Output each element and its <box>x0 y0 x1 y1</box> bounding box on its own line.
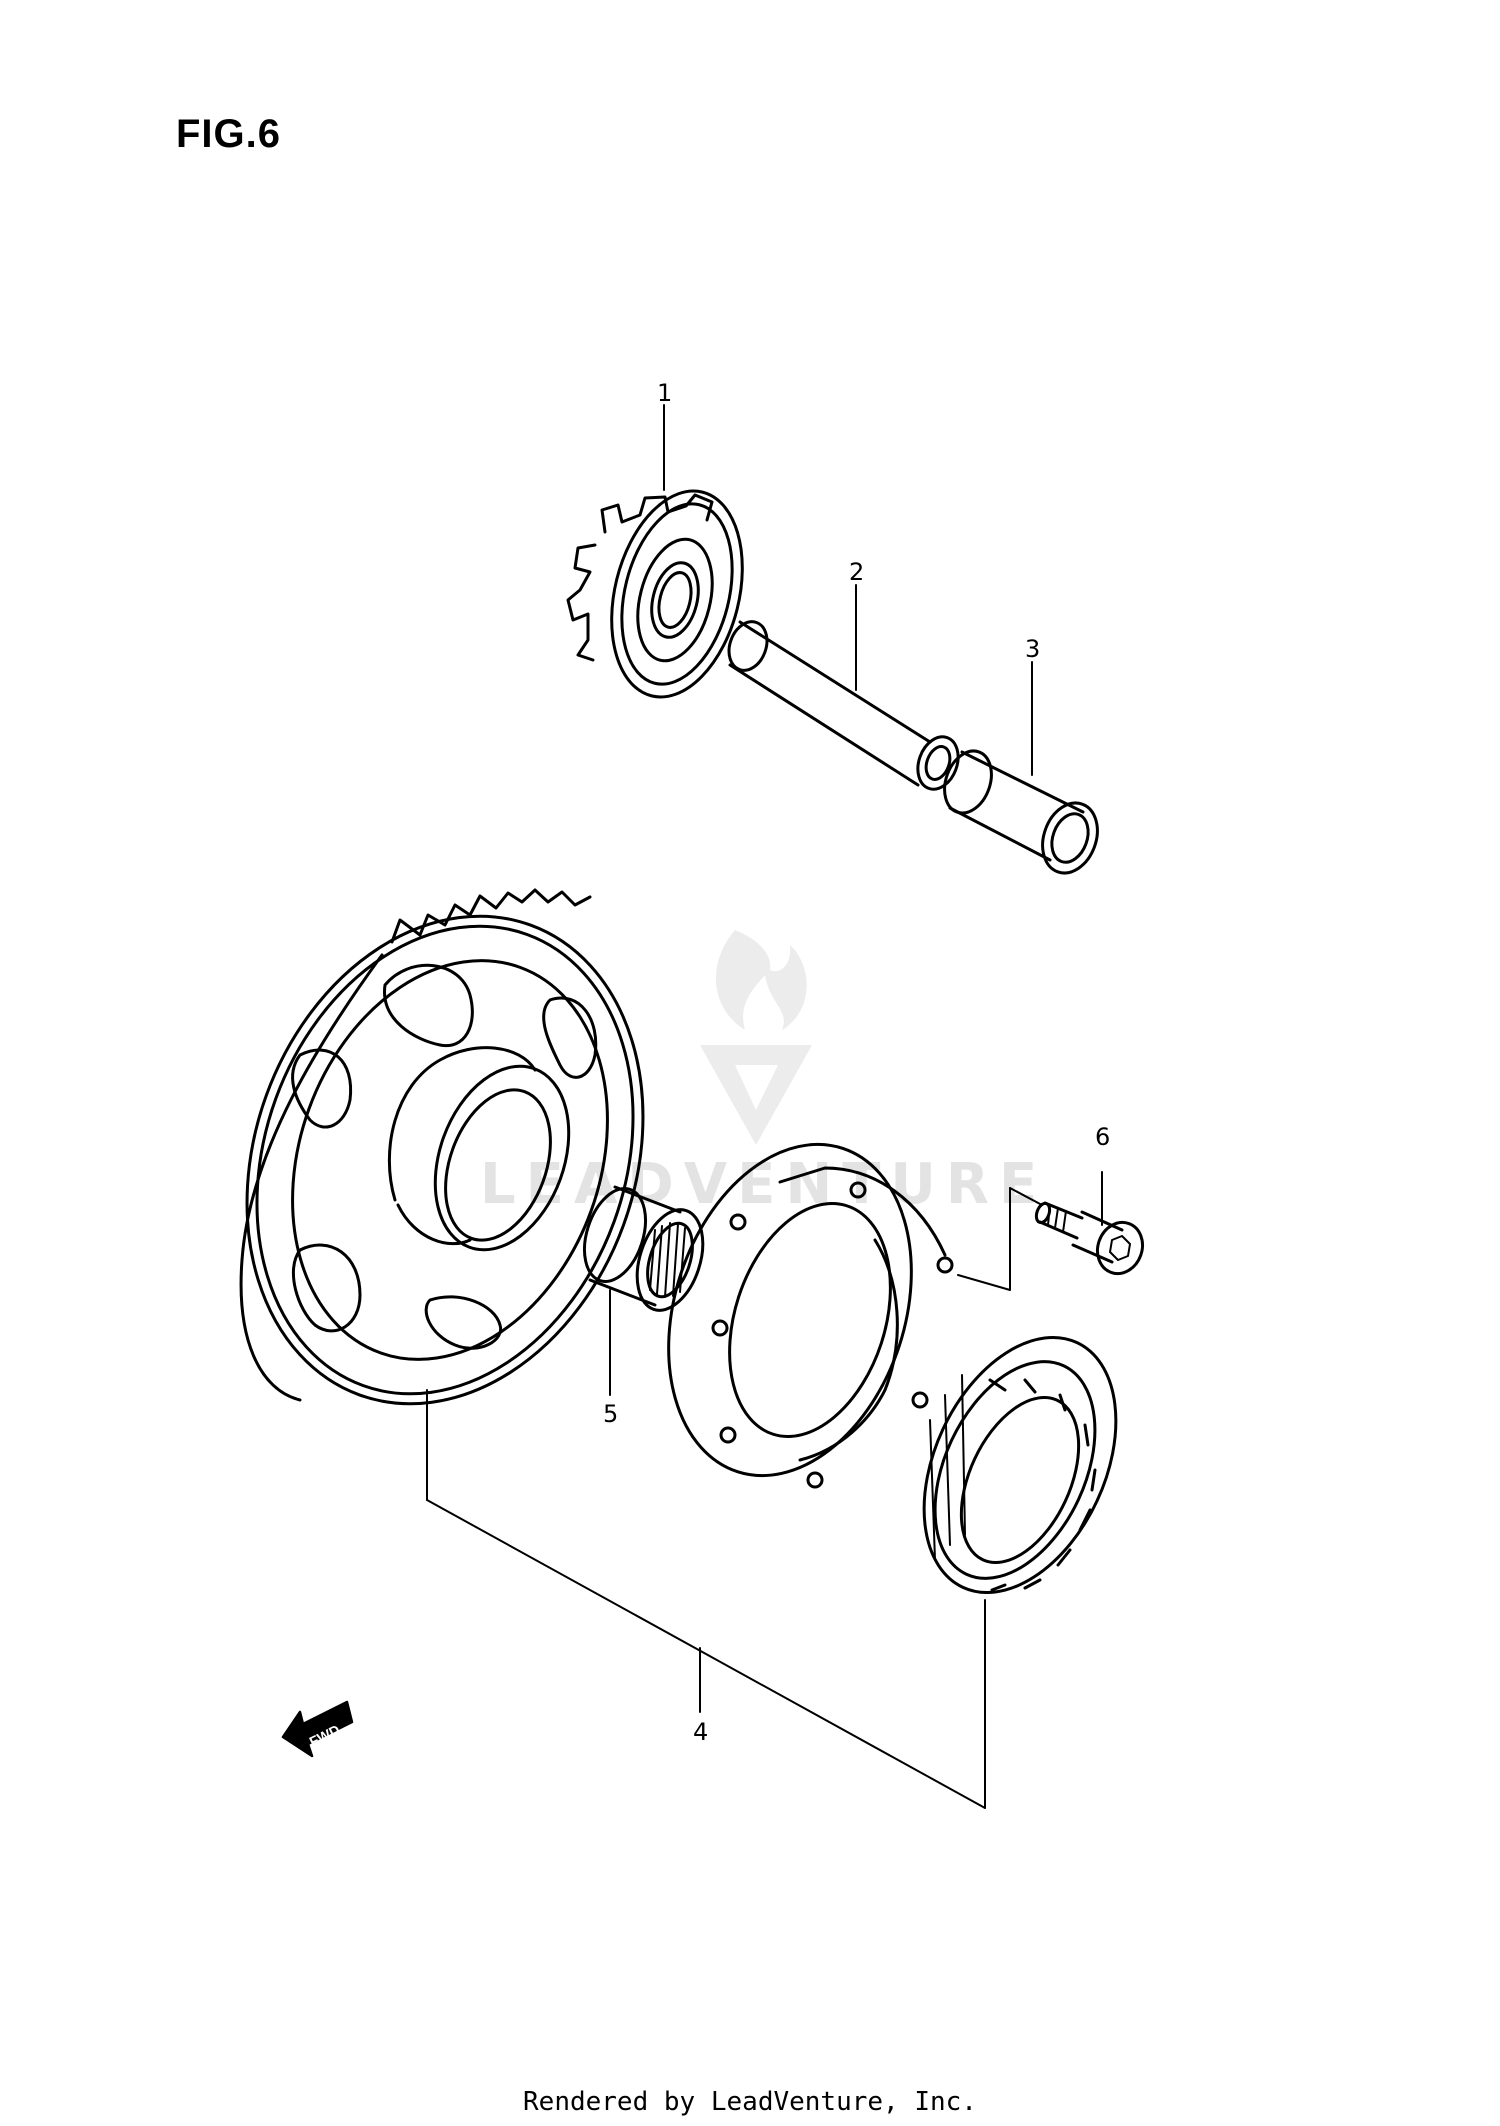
sprag-clutch <box>922 1335 1118 1595</box>
callout-3: 3 <box>1025 635 1041 663</box>
watermark-logo <box>700 930 812 1145</box>
callout-1: 1 <box>657 379 673 407</box>
leader-lines <box>426 404 1103 1809</box>
part-4-starter-clutch-gear <box>239 888 645 1406</box>
callout-5: 5 <box>603 1400 619 1428</box>
callout-2: 2 <box>849 558 865 586</box>
part-5-needle-bearing <box>583 1185 705 1312</box>
clutch-housing-ring <box>667 1142 954 1489</box>
part-6-bolt <box>1034 1201 1145 1276</box>
fwd-arrow-icon <box>281 1700 354 1758</box>
footer-credit: Rendered by LeadVenture, Inc. <box>523 2087 977 2117</box>
part-3-bushing <box>943 749 1099 875</box>
part-1-idle-gear <box>566 489 744 699</box>
part-2-shaft <box>727 620 960 791</box>
figure-title: FIG.6 <box>176 112 282 156</box>
callout-4: 4 <box>693 1718 709 1746</box>
callout-6: 6 <box>1095 1123 1111 1151</box>
